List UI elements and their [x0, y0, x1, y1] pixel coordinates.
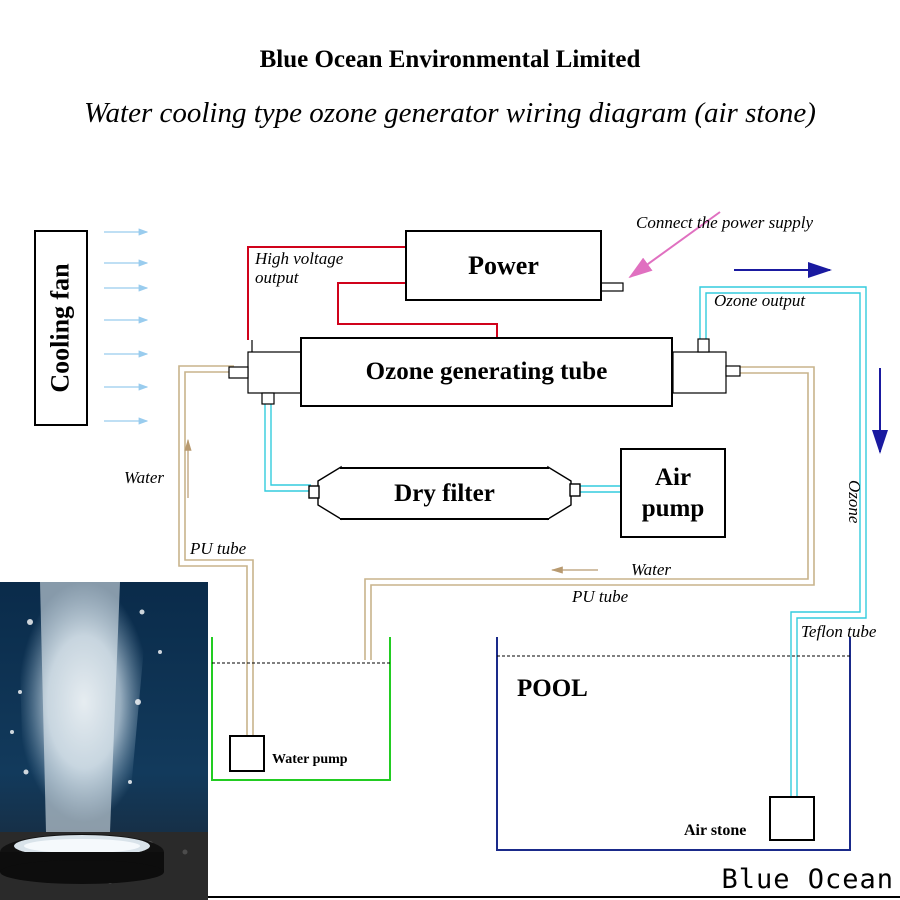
pu-tube-left-label: PU tube: [190, 539, 247, 558]
pu-tube-right: [364, 366, 815, 660]
pool-tank: [496, 637, 851, 851]
power-plug: [600, 282, 624, 292]
air-pump-label-line1: Air: [654, 464, 692, 491]
high-voltage-line2: output: [255, 268, 299, 287]
pool-label: POOL: [517, 675, 588, 702]
power-label: Power: [468, 250, 539, 280]
dry-filter-ends: [308, 465, 581, 521]
dry-filter-body: Dry filter: [340, 467, 549, 520]
diagram-subtitle: Water cooling type ozone generator wirin…: [84, 97, 816, 129]
cooling-fan-box: Cooling fan: [34, 230, 88, 426]
air-stone-box: [769, 796, 815, 841]
air-stone-photo: [0, 582, 208, 900]
high-voltage-label: High voltage output: [255, 249, 343, 287]
brand-signature: Blue Ocean: [721, 864, 894, 895]
tube-end-caps: [228, 338, 741, 405]
pu-tube-right-label: PU tube: [572, 587, 629, 606]
power-box: Power: [405, 230, 602, 301]
high-voltage-wires: [247, 246, 498, 340]
water-pump-label: Water pump: [272, 752, 348, 767]
pu-tube-left: [178, 365, 254, 738]
fan-airflow-arrows: [104, 228, 149, 425]
ozone-vertical-label: Ozone: [844, 480, 864, 523]
teflon-tube-label: Teflon tube: [801, 622, 877, 641]
water-left-label: Water: [124, 468, 164, 487]
ozone-output-label: Ozone output: [714, 291, 806, 310]
high-voltage-line1: High voltage: [255, 249, 344, 268]
connect-power-label: Connect the power supply: [636, 213, 814, 232]
water-right-label: Water: [631, 560, 671, 579]
ozone-tube-label: Ozone generating tube: [365, 358, 608, 385]
water-pump-box: [229, 735, 265, 772]
ozone-generating-tube: Ozone generating tube: [300, 337, 673, 407]
water-tank: [211, 637, 391, 781]
ozone-label: Ozone: [845, 480, 864, 524]
cooling-fan-label: Cooling fan: [46, 263, 75, 393]
air-pump-label-line2: pump: [641, 495, 705, 522]
air-stone-label: Air stone: [684, 822, 747, 839]
air-pump-box: Air pump: [620, 448, 726, 538]
teflon-tube-ozone: [699, 286, 867, 797]
teflon-tube-filter: [264, 400, 622, 493]
dry-filter-label: Dry filter: [394, 479, 495, 507]
company-title: Blue Ocean Environmental Limited: [259, 46, 641, 73]
power-supply-arrow: [628, 211, 721, 279]
